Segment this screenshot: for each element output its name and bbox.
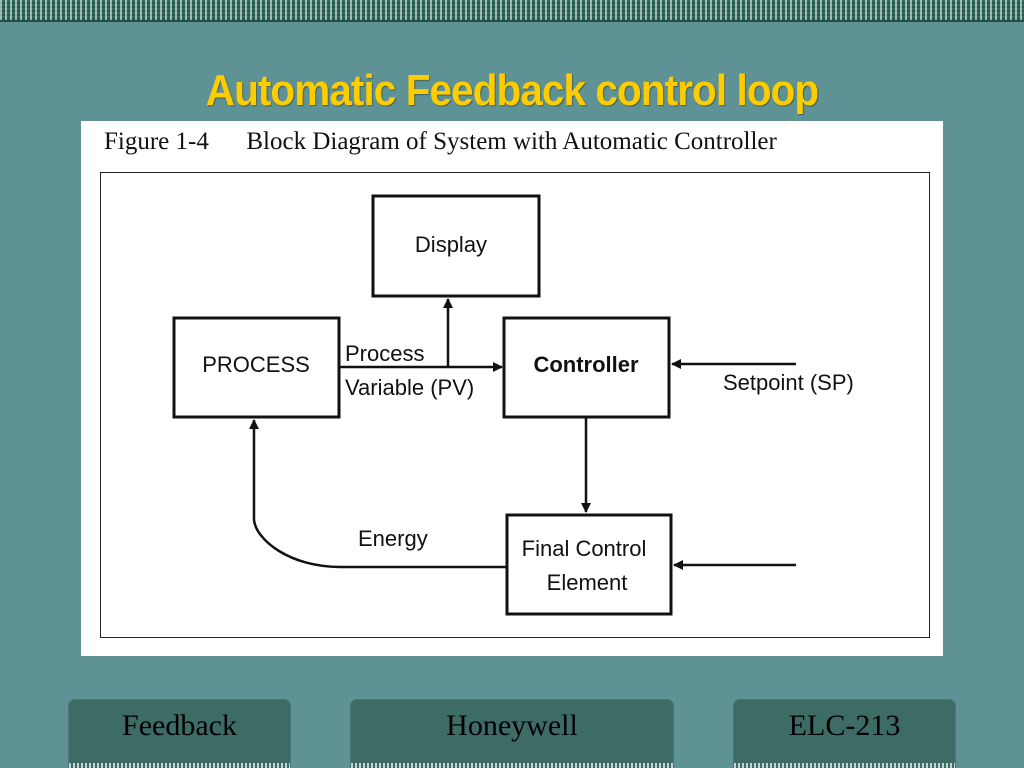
slide-title: Automatic Feedback control loop (205, 66, 819, 115)
decorative-top-strip (0, 0, 1024, 22)
process-label: PROCESS (202, 352, 310, 377)
display-block (371, 194, 541, 298)
process-block (172, 316, 341, 419)
energy-arrow (249, 419, 507, 569)
footer-label-feedback: Feedback (122, 709, 237, 742)
setpoint-label: Setpoint (SP) (723, 370, 854, 395)
footer-tab-course: ELC-213 (734, 700, 955, 768)
footer-tab-feedback: Feedback (69, 700, 290, 768)
footer-tick-strip (69, 763, 290, 768)
figure-caption: Figure 1-4 Block Diagram of System with … (104, 128, 777, 156)
final-control-label-line1: Final Control (522, 536, 647, 561)
figure-caption-text: Block Diagram of System with Automatic C… (246, 128, 777, 155)
footer-label-honeywell: Honeywell (446, 709, 578, 742)
diagram-frame (100, 172, 930, 638)
final-control-label-line2: Element (547, 570, 628, 595)
controller-label: Controller (533, 352, 639, 377)
footer-tab-honeywell: Honeywell (351, 700, 673, 768)
energy-label: Energy (358, 526, 428, 551)
pv-label-line1: Process (345, 341, 424, 366)
footer-tick-strip (734, 763, 955, 768)
final-control-element-block (505, 513, 673, 616)
controller-block (502, 316, 671, 419)
pv-label-line2: Variable (PV) (345, 375, 474, 400)
footer-label-course: ELC-213 (788, 709, 901, 742)
display-label: Display (415, 232, 487, 257)
figure-number: Figure 1-4 (104, 128, 209, 155)
footer-tick-strip (351, 763, 673, 768)
